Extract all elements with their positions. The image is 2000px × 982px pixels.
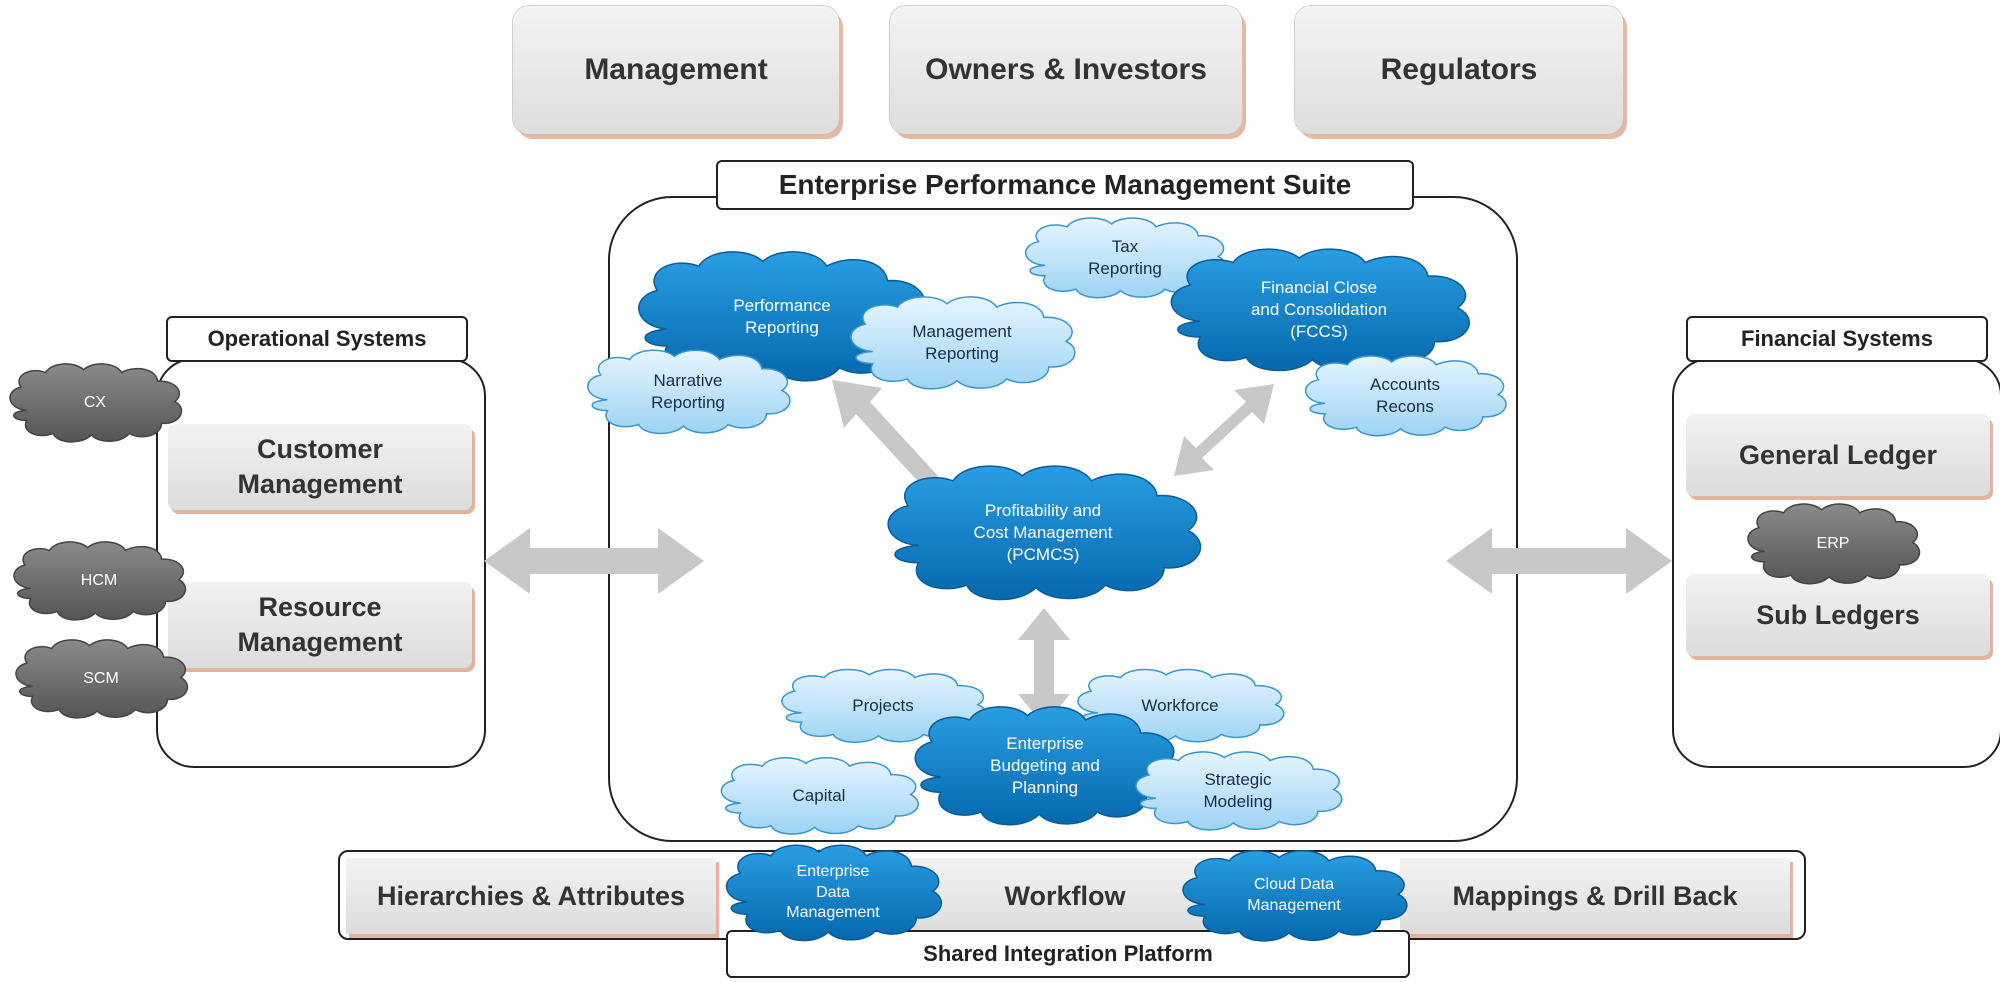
operational-systems-title-text: Operational Systems [207, 326, 427, 351]
management-label: Management [584, 53, 768, 86]
general-ledger-box: General Ledger [1686, 414, 1990, 496]
enterprise-data-management-cloud: Enterprise Data Management [714, 838, 952, 948]
management-reporting-cloud: Management Reporting [838, 290, 1086, 396]
epm-financial-arrow [1446, 528, 1672, 594]
financial-systems-title: Financial Systems [1686, 316, 1988, 362]
fccs-cloud: Financial Close and Consolidation (FCCS) [1154, 240, 1484, 380]
operational-systems-frame [156, 358, 486, 768]
mappings-drill-back-label: Mappings & Drill Back [1452, 880, 1738, 911]
management-reporting-cloud-label: Management Reporting [912, 321, 1012, 363]
owners-investors-label: Owners & Investors [925, 53, 1207, 86]
pcmcs-cloud-label: Profitability and Cost Management (PCMCS… [973, 500, 1113, 565]
sub-ledgers-label: Sub Ledgers [1756, 599, 1920, 630]
cloud-data-management-cloud-label: Cloud Data Management [1247, 876, 1341, 914]
narrative-reporting-cloud: Narrative Reporting [576, 344, 800, 440]
erp-cloud: ERP [1738, 498, 1928, 590]
projects-cloud-label: Projects [852, 695, 914, 715]
regulators-box: Regulators [1295, 6, 1623, 134]
general-ledger-label: General Ledger [1738, 439, 1938, 470]
operational-systems-title: Operational Systems [166, 316, 468, 362]
pcmcs-cloud: Profitability and Cost Management (PCMCS… [870, 456, 1216, 610]
mappings-drill-back-box: Mappings & Drill Back [1400, 858, 1790, 934]
customer-management-box: Customer Management [168, 424, 472, 510]
pcmcs-to-reporting-arrow [832, 380, 938, 488]
scm-cloud-label: SCM [83, 669, 119, 687]
hierarchies-attributes-box: Hierarchies & Attributes [346, 858, 716, 934]
workforce-cloud-label: Workforce [1141, 695, 1219, 715]
tax-reporting-cloud: Tax Reporting [1014, 212, 1236, 304]
scm-cloud: SCM [6, 634, 196, 724]
capital-cloud-label: Capital [792, 785, 846, 805]
fccs-cloud-label: Financial Close and Consolidation (FCCS) [1250, 277, 1388, 342]
strategic-modeling-cloud: Strategic Modeling [1124, 746, 1352, 836]
management-box: Management [513, 6, 839, 134]
cloud-data-management-cloud: Cloud Data Management [1170, 844, 1418, 948]
workflow-box: Workflow [900, 858, 1230, 934]
cx-cloud: CX [0, 358, 190, 448]
resource-management-label: Resource Management [237, 592, 403, 657]
hcm-cloud-label: HCM [80, 571, 118, 589]
tax-reporting-cloud-label: Tax Reporting [1088, 236, 1162, 278]
epbcs-cloud: Enterprise Budgeting and Planning [900, 698, 1190, 834]
hcm-cloud: HCM [4, 536, 194, 626]
workflow-label: Workflow [1004, 880, 1126, 911]
financial-systems-title-text: Financial Systems [1741, 326, 1933, 351]
epm-suite-title-text: Enterprise Performance Management Suite [778, 169, 1352, 200]
capital-cloud: Capital [710, 752, 928, 840]
operational-epm-arrow [484, 528, 704, 594]
shared-integration-platform-text: Shared Integration Platform [923, 941, 1213, 966]
pcmcs-epbcs-arrow [1018, 608, 1070, 726]
hierarchies-attributes-label: Hierarchies & Attributes [376, 880, 686, 911]
epm-suite-title: Enterprise Performance Management Suite [716, 160, 1414, 210]
owners-investors-box: Owners & Investors [890, 6, 1242, 134]
epbcs-cloud-label: Enterprise Budgeting and Planning [990, 733, 1100, 798]
regulators-label: Regulators [1380, 53, 1538, 86]
accounts-recons-cloud: Accounts Recons [1294, 350, 1516, 442]
strategic-modeling-cloud-label: Strategic Modeling [1203, 769, 1273, 811]
resource-management-box: Resource Management [168, 582, 472, 668]
pcmcs-fccs-arrow [1174, 384, 1274, 476]
cx-cloud-label: CX [83, 393, 107, 411]
enterprise-data-management-cloud-label: Enterprise Data Management [786, 862, 880, 922]
performance-reporting-cloud-label: Performance Reporting [733, 295, 831, 337]
narrative-reporting-cloud-label: Narrative Reporting [651, 370, 725, 412]
sub-ledgers-box: Sub Ledgers [1686, 574, 1990, 656]
customer-management-label: Customer Management [237, 434, 403, 499]
erp-cloud-label: ERP [1816, 534, 1850, 552]
accounts-recons-cloud-label: Accounts Recons [1370, 374, 1440, 416]
